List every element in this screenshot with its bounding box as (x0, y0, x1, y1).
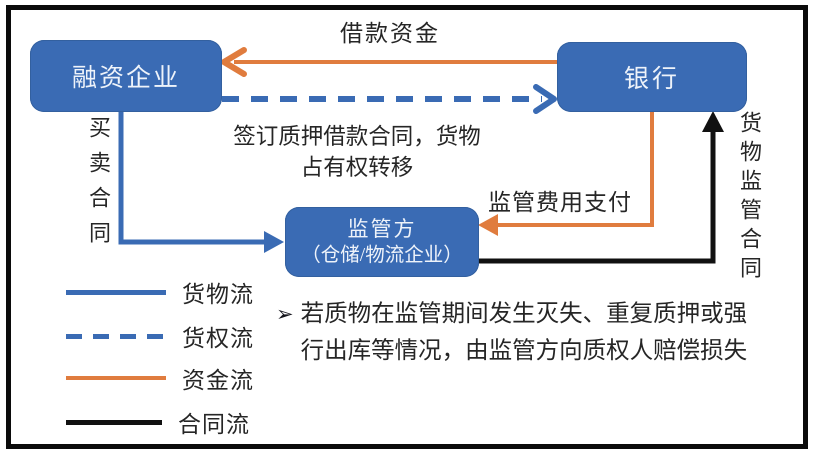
rights-flow-label: 货权流 (182, 326, 254, 351)
pledge-contract-label-line2: 占有权转移 (300, 155, 414, 180)
legend-item-goods-flow: 货物流 (66, 277, 254, 307)
contract-flow-label: 合同流 (178, 412, 250, 437)
loan-funds-label: 借款资金 (340, 21, 440, 46)
node-financing-enterprise: 融资企业 (30, 40, 222, 112)
sales-contract-label: 买卖合同 (86, 116, 111, 256)
supervision-fee-label: 监管费用支付 (488, 190, 632, 215)
goods-flow-label: 货物流 (182, 282, 254, 307)
note-bullet-icon: ➢ (276, 302, 294, 326)
node-financing-enterprise-label: 融资企业 (71, 65, 180, 92)
note-text-line1: 若质物在监管期间发生灭失、重复质押或强 (300, 301, 748, 327)
goods-flow-line-sample (66, 289, 166, 295)
legend-item-rights-flow: 货权流 (66, 321, 254, 351)
node-supervisor-title: 监管方 (347, 217, 417, 241)
node-bank-label: 银行 (623, 66, 680, 93)
rights-flow-line-sample (66, 333, 166, 339)
goods-supervision-contract-label: 货物监管合同 (737, 111, 762, 285)
contract-flow-line-sample (66, 419, 162, 425)
legend-item-contract-flow: 合同流 (66, 407, 250, 437)
pledge-contract-label-line1: 签订质押借款合同，货物 (233, 124, 481, 149)
node-supervisor: 监管方 （仓储/物流企业） (285, 207, 479, 277)
node-supervisor-subtitle: （仓储/物流企业） (301, 245, 463, 266)
pledge-contract-label: 签订质押借款合同，货物 占有权转移 (202, 121, 512, 183)
note-text: 若质物在监管期间发生灭失、重复质押或强 行出库等情况，由监管方向质权人赔偿损失 (301, 296, 748, 370)
funds-flow-line-sample (66, 376, 166, 380)
node-bank: 银行 (557, 42, 747, 112)
liability-note: ➢ 若质物在监管期间发生灭失、重复质押或强 行出库等情况，由监管方向质权人赔偿损… (276, 296, 796, 370)
legend-item-funds-flow: 资金流 (66, 363, 254, 393)
note-text-line2: 行出库等情况，由监管方向质权人赔偿损失 (300, 338, 748, 364)
funds-flow-label: 资金流 (182, 368, 254, 393)
